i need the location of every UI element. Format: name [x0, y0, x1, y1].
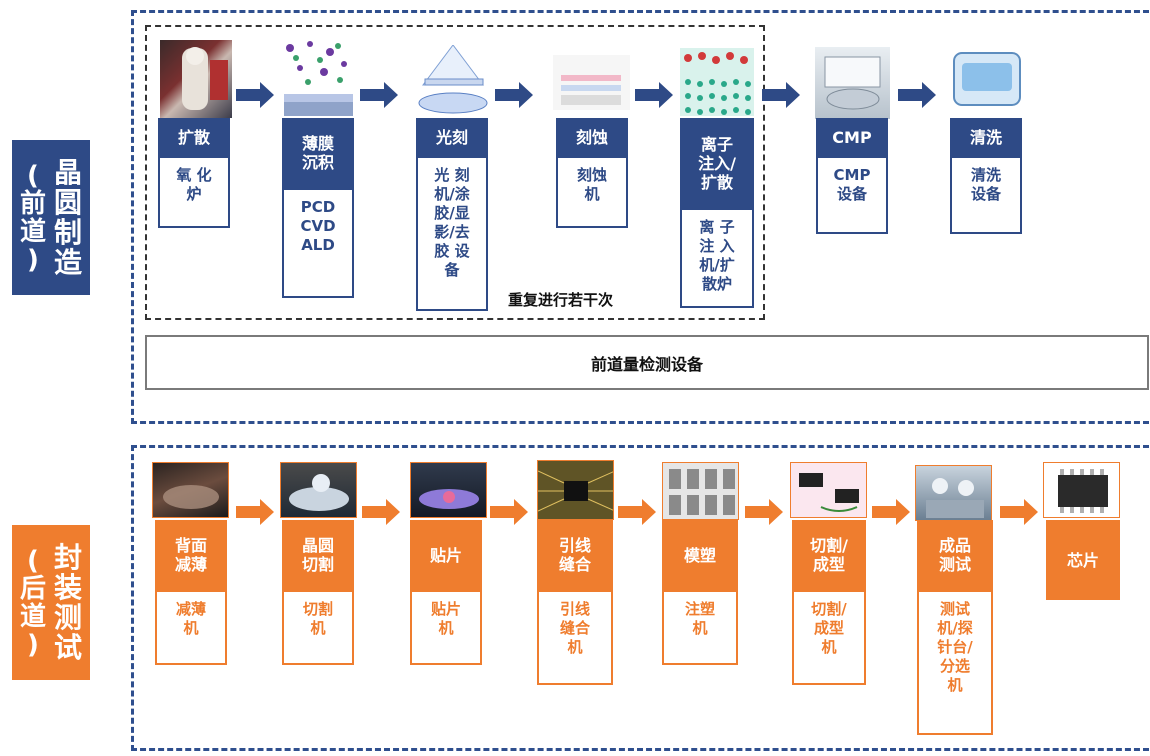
etching-illustration: [553, 55, 630, 110]
repeat-label: 重复进行若干次: [508, 291, 614, 309]
die-attach-photo: [410, 462, 487, 518]
back-step-equipment: 贴片机: [410, 590, 482, 665]
wafer-dicing-photo: [280, 462, 357, 518]
back-step-equipment: 切割/成型机: [792, 590, 866, 685]
back-step-equipment: 切割机: [282, 590, 354, 665]
front-step-equipment: 离 子注 入机/扩散炉: [680, 208, 754, 308]
thin-film-illustration: [280, 38, 357, 118]
back-step-head: 引线缝合: [537, 520, 613, 590]
front-flow-arrow: [898, 82, 936, 108]
cmp-machine-photo: [815, 47, 890, 119]
back-step-head: 成品测试: [917, 520, 993, 590]
back-process-sub: (后道): [19, 545, 46, 660]
front-step-head: 光刻: [416, 118, 488, 156]
front-process-frame: [131, 10, 1149, 424]
front-step-head: 离子注入/扩散: [680, 118, 754, 208]
front-step-head: 刻蚀: [556, 118, 628, 156]
wire-bonding-photo: [537, 460, 614, 520]
front-step-equipment: 光 刻机/涂胶/显影/去胶 设备: [416, 156, 488, 311]
back-process-title: 封装测试: [54, 540, 83, 664]
back-step-head: 模塑: [662, 520, 738, 590]
trim-form-photo: [790, 462, 867, 518]
repeat-loop-frame: [145, 25, 765, 320]
front-step-head: 薄膜沉积: [282, 118, 354, 188]
front-process-label: (前道) 晶圆制造: [12, 140, 90, 295]
front-step-equipment: 氧 化炉: [158, 156, 230, 228]
molding-photo: [662, 462, 739, 520]
back-step-equipment: 注塑机: [662, 590, 738, 665]
front-step-head: 扩散: [158, 118, 230, 156]
backside-thinning-photo: [152, 462, 229, 518]
front-flow-arrow: [635, 82, 673, 108]
back-flow-arrow: [236, 499, 274, 525]
back-flow-arrow: [490, 499, 528, 525]
back-step-equipment: 引线缝合机: [537, 590, 613, 685]
diffusion-photo: [160, 40, 232, 118]
back-process-frame: [131, 445, 1149, 751]
front-step-equipment: 刻蚀机: [556, 156, 628, 228]
back-step-equipment: 减薄机: [155, 590, 227, 665]
photolithography-illustration: [415, 45, 492, 115]
front-step-head: CMP: [816, 118, 888, 156]
back-step-head: 晶圆切割: [282, 520, 354, 590]
back-step-head: 背面减薄: [155, 520, 227, 590]
front-flow-arrow: [762, 82, 800, 108]
front-process-sub: (前道): [19, 160, 46, 275]
final-test-photo: [915, 465, 992, 521]
back-step-head: 贴片: [410, 520, 482, 590]
front-step-equipment: 清洗设备: [950, 156, 1022, 234]
back-step-head: 芯片: [1046, 520, 1120, 600]
back-flow-arrow: [1000, 499, 1038, 525]
front-process-title: 晶圆制造: [54, 155, 83, 279]
back-flow-arrow: [362, 499, 400, 525]
front-flow-arrow: [495, 82, 533, 108]
back-flow-arrow: [618, 499, 656, 525]
cleaning-equipment-photo: [950, 45, 1025, 110]
front-flow-arrow: [360, 82, 398, 108]
back-step-head: 切割/成型: [792, 520, 866, 590]
chip-photo: [1043, 462, 1120, 518]
back-step-equipment: 测试机/探针台/分选机: [917, 590, 993, 735]
ion-implant-illustration: [680, 48, 754, 116]
metrology-equipment-box: 前道量检测设备: [145, 335, 1149, 390]
front-flow-arrow: [236, 82, 274, 108]
front-step-head: 清洗: [950, 118, 1022, 156]
back-flow-arrow: [872, 499, 910, 525]
back-process-label: (后道) 封装测试: [12, 525, 90, 680]
back-flow-arrow: [745, 499, 783, 525]
